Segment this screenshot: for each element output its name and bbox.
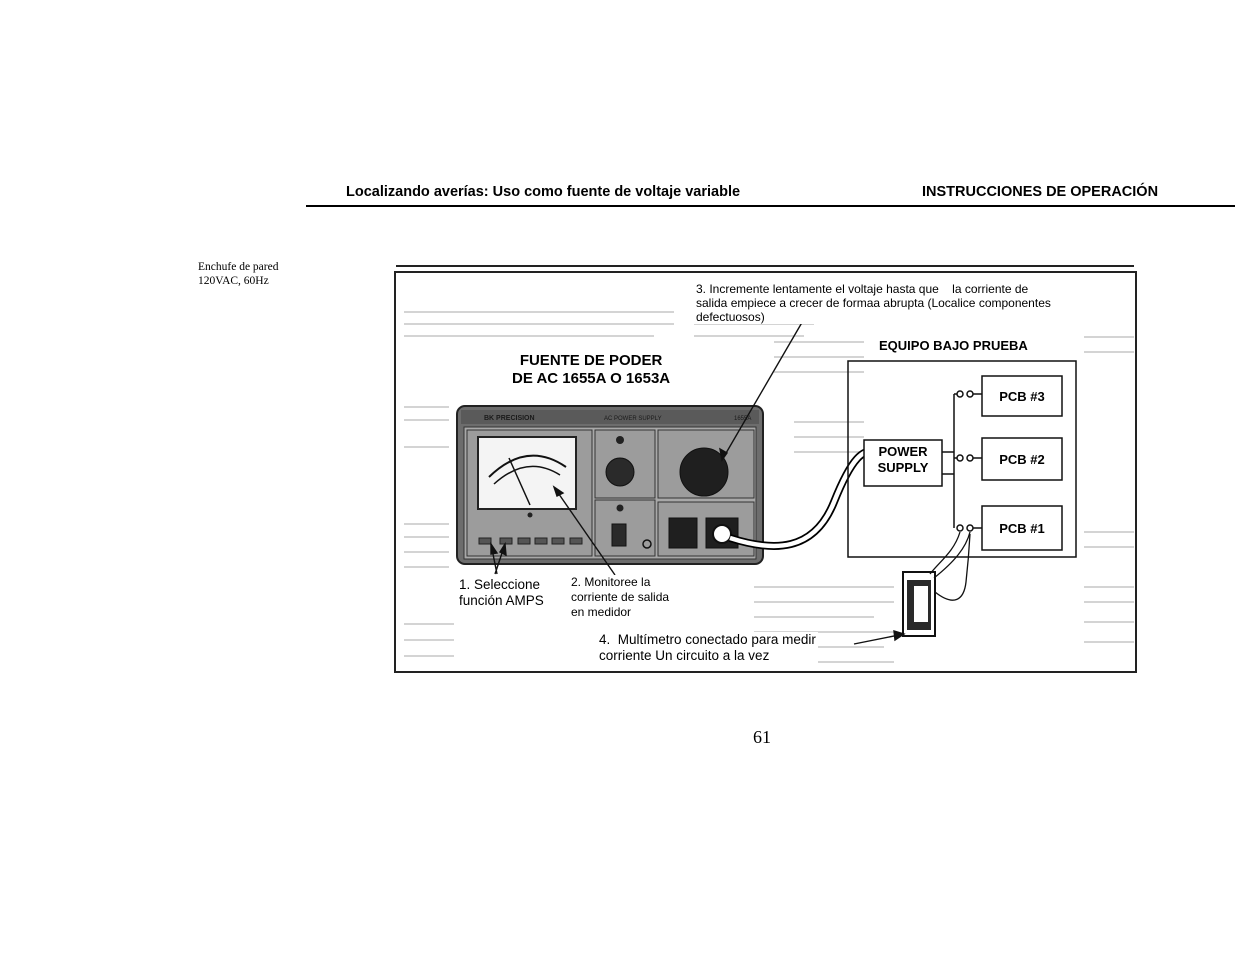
wiring-figure: BK PRECISION AC POWER SUPPLY 1655A (394, 262, 1138, 676)
adjust-section (594, 429, 656, 499)
header-left-title: Localizando averías: Uso como fuente de … (346, 184, 741, 200)
ac-power-supply-device: BK PRECISION AC POWER SUPPLY 1655A (456, 405, 764, 565)
power-switch (611, 523, 627, 547)
meter-needle (508, 457, 531, 506)
side-note: Enchufe de pared 120VAC, 60Hz (198, 260, 278, 288)
wiring-diagram: BK PRECISION AC POWER SUPPLY 1655A (394, 265, 1137, 673)
connector-terminals (956, 390, 974, 532)
power-supply-label-line-1: POWER (878, 444, 928, 459)
meter-adjust-screw (527, 512, 533, 518)
ground-terminal (642, 539, 652, 549)
multimeter-probe-leads (929, 531, 971, 601)
step2-annotation: 2. Monitoree la corriente de salida en m… (569, 575, 672, 620)
background-scan-text (404, 311, 1134, 663)
device-model-label: AC POWER SUPPLY (604, 416, 662, 422)
header-right-title: INSTRUCCIONES DE OPERACIÓN (922, 184, 1159, 200)
step3-line-1: 3. Incremente lentamente el voltaje hast… (696, 282, 1029, 296)
equipment-under-test-box (847, 360, 1077, 558)
device-brand: BK PRECISION (484, 415, 535, 422)
pcb1-label: PCB #1 (999, 521, 1045, 536)
step1-line-2: función AMPS (459, 593, 544, 608)
device-top-band (461, 410, 759, 424)
side-note-line-2: 120VAC, 60Hz (198, 275, 269, 287)
step4-line-2: corriente Un circuito a la vez (599, 648, 770, 663)
indicator-lamp (616, 436, 624, 444)
function-buttons (478, 537, 583, 545)
step3-line-3: defectuosos) (696, 310, 765, 324)
output-outlet-1 (668, 517, 698, 549)
power-supply-title-line-1: FUENTE DE PODER (519, 352, 663, 369)
step1-annotation: 1. Seleccione función AMPS (457, 577, 546, 609)
meter-scale-arc-inner (493, 465, 561, 485)
plug-in-outlet (712, 524, 732, 544)
side-note-line-1: Enchufe de pared (198, 261, 279, 273)
meter-scale-arc (488, 454, 567, 478)
step2-line-1: 2. Monitoree la (571, 575, 651, 589)
page-number: 61 (753, 727, 771, 747)
header-rule (306, 205, 1235, 207)
pcb3-box (981, 375, 1063, 417)
step3-line-2: salida empiece a crecer de formaa abrupt… (696, 296, 1051, 310)
multimeter (902, 571, 936, 637)
output-cable-inner (729, 447, 875, 549)
step3-annotation: 3. Incremente lentamente el voltaje hast… (694, 282, 1053, 324)
power-supply-title: FUENTE DE PODER DE AC 1655A O 1653A (510, 352, 673, 388)
power-supply-label-line-2: SUPPLY (878, 460, 929, 475)
leader-arrows (490, 318, 906, 645)
pcb3-label: PCB #3 (999, 389, 1045, 404)
pcb1-box (981, 505, 1063, 551)
step2-line-2: corriente de salida (571, 590, 670, 604)
step4-annotation: 4. Multímetro conectado para medir corri… (597, 632, 818, 664)
step1-line-1: 1. Seleccione (459, 577, 541, 592)
pcb2-label: PCB #2 (999, 452, 1045, 467)
power-lamp (616, 504, 624, 512)
step2-line-3: en medidor (571, 605, 632, 619)
small-knob (605, 457, 635, 487)
device-model-number: 1655A (734, 416, 751, 422)
figure-border (394, 271, 1137, 673)
power-supply-box (863, 439, 943, 487)
pcb2-box (981, 437, 1063, 481)
ac-volts-knob (679, 447, 729, 497)
step4-line-1: 4. Multímetro conectado para medir (599, 632, 816, 647)
equipment-under-test-title: EQUIPO BAJO PRUEBA (877, 338, 1030, 353)
power-supply-title-line-2: DE AC 1655A O 1653A (512, 370, 671, 387)
